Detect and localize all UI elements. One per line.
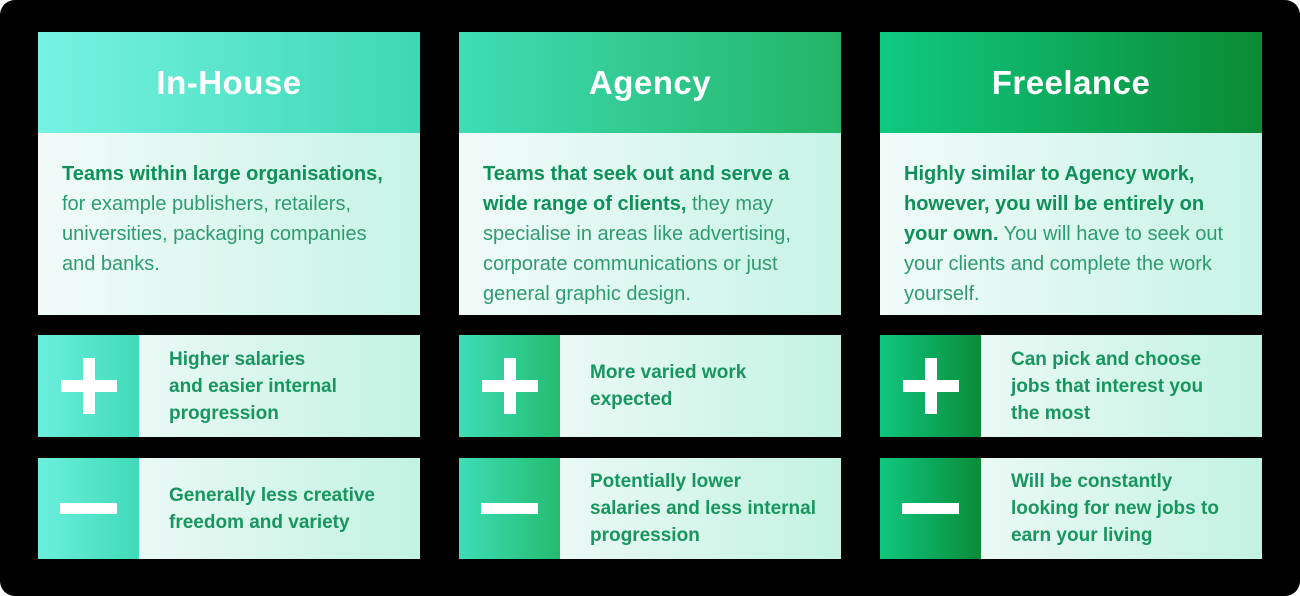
column-header: In-House bbox=[38, 32, 420, 133]
minus-icon bbox=[902, 503, 959, 514]
plus-icon-square bbox=[459, 335, 560, 437]
minus-icon-bar bbox=[60, 503, 117, 514]
column-freelance: Freelance Highly similar to Agency work,… bbox=[880, 32, 1262, 596]
column-header: Freelance bbox=[880, 32, 1262, 133]
column-description-panel: Highly similar to Agency work, however, … bbox=[880, 133, 1262, 315]
plus-icon bbox=[60, 358, 117, 414]
plus-icon-square bbox=[880, 335, 981, 437]
con-text: Generally less creative freedom and vari… bbox=[169, 484, 375, 533]
description-rest: they may specialise in areas like advert… bbox=[483, 193, 791, 305]
plus-icon-vertical-bar bbox=[924, 358, 937, 414]
con-row: Potentially lower salaries and less inte… bbox=[459, 458, 841, 559]
pro-text: More varied work expected bbox=[590, 362, 747, 410]
con-text-area: Will be constantly looking for new jobs … bbox=[981, 458, 1262, 559]
column-title: Agency bbox=[588, 63, 712, 101]
pro-text-area: Can pick and choose jobs that interest y… bbox=[981, 335, 1262, 437]
column-header: Agency bbox=[459, 32, 841, 133]
description-lead: Teams within large organisations, bbox=[62, 163, 383, 185]
description-rest: for example publishers, retailers, unive… bbox=[62, 193, 367, 275]
pro-text: Can pick and choose jobs that interest y… bbox=[1011, 348, 1204, 424]
column-agency: Agency Teams that seek out and serve a w… bbox=[459, 32, 841, 596]
pro-row: Can pick and choose jobs that interest y… bbox=[880, 335, 1262, 437]
plus-icon-vertical-bar bbox=[82, 358, 95, 414]
con-text-area: Potentially lower salaries and less inte… bbox=[560, 458, 841, 559]
con-text-area: Generally less creative freedom and vari… bbox=[139, 458, 420, 559]
con-row: Will be constantly looking for new jobs … bbox=[880, 458, 1262, 559]
description-text: Highly similar to Agency work, however, … bbox=[904, 159, 1244, 309]
pro-text-area: More varied work expected bbox=[560, 335, 841, 437]
description-text: Teams that seek out and serve a wide ran… bbox=[483, 159, 823, 309]
column-in-house: In-House Teams within large organisation… bbox=[38, 32, 420, 596]
plus-icon bbox=[481, 358, 538, 414]
con-text: Potentially lower salaries and less inte… bbox=[590, 471, 817, 546]
pro-text-area: Higher salaries and easier internal prog… bbox=[139, 335, 420, 437]
column-description-panel: Teams that seek out and serve a wide ran… bbox=[459, 133, 841, 315]
minus-icon-square bbox=[459, 458, 560, 559]
column-title: In-House bbox=[156, 63, 302, 101]
description-lead: Highly similar to Agency work, however, … bbox=[904, 163, 1205, 245]
minus-icon bbox=[60, 503, 117, 514]
pro-row: More varied work expected bbox=[459, 335, 841, 437]
plus-icon-square bbox=[38, 335, 139, 437]
minus-icon-bar bbox=[902, 503, 959, 514]
description-text: Teams within large organisations, for ex… bbox=[62, 159, 402, 279]
con-row: Generally less creative freedom and vari… bbox=[38, 458, 420, 559]
minus-icon bbox=[481, 503, 538, 514]
plus-icon-vertical-bar bbox=[503, 358, 516, 414]
minus-icon-square bbox=[38, 458, 139, 559]
minus-icon-bar bbox=[481, 503, 538, 514]
plus-icon bbox=[902, 358, 959, 414]
pro-text: Higher salaries and easier internal prog… bbox=[169, 348, 337, 424]
pro-row: Higher salaries and easier internal prog… bbox=[38, 335, 420, 437]
minus-icon-square bbox=[880, 458, 981, 559]
description-lead: Teams that seek out and serve a wide ran… bbox=[483, 163, 790, 215]
column-title: Freelance bbox=[991, 63, 1151, 101]
description-rest: You will have to seek out your clients a… bbox=[904, 223, 1224, 305]
con-text: Will be constantly looking for new jobs … bbox=[1011, 471, 1219, 546]
column-description-panel: Teams within large organisations, for ex… bbox=[38, 133, 420, 315]
